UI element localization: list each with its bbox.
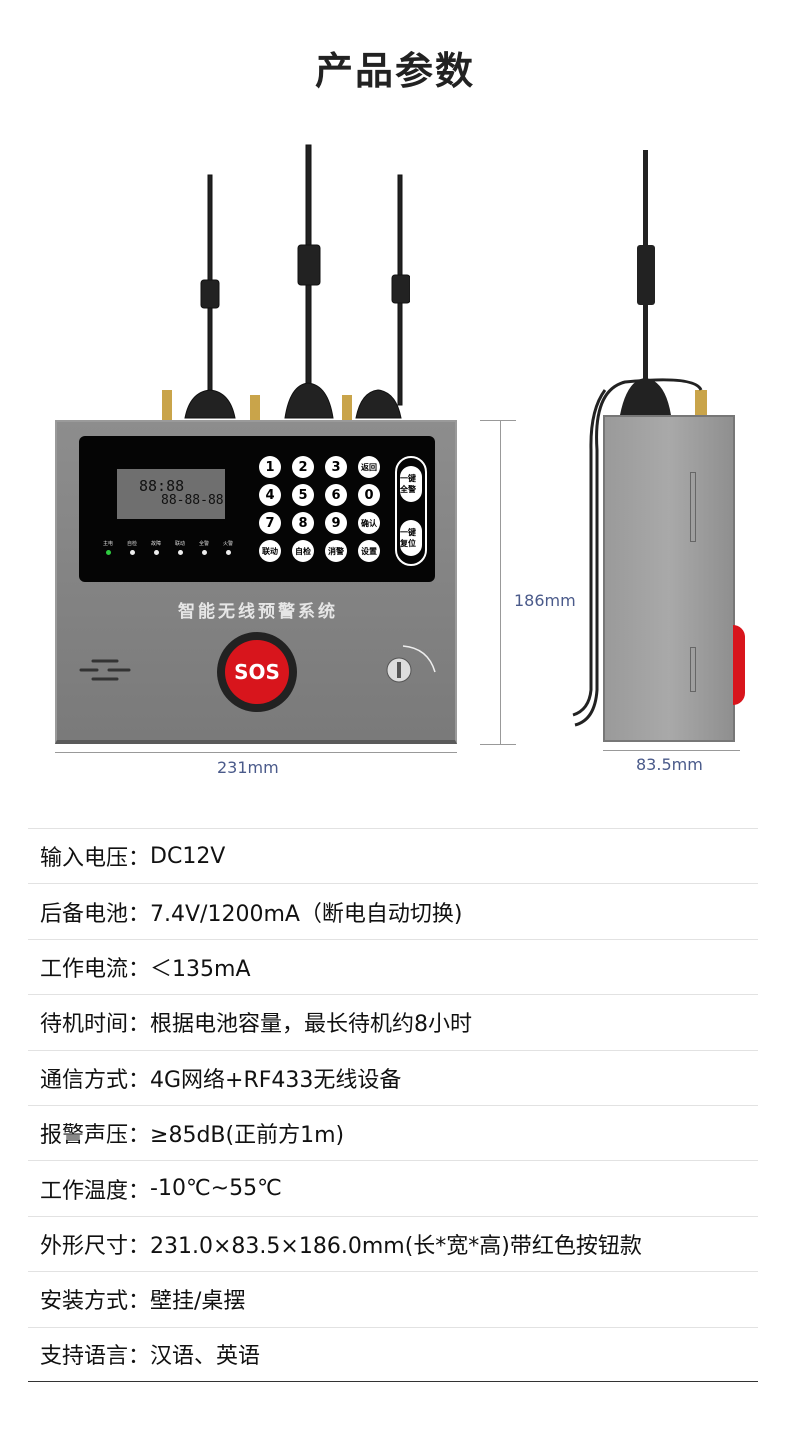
spec-value: 壁挂/桌摆	[150, 1289, 246, 1315]
led-indicator	[105, 550, 111, 555]
device-side	[603, 415, 735, 742]
spec-label: 通信方式：	[40, 1067, 151, 1093]
led-indicator	[153, 550, 159, 555]
side-sos-button	[733, 625, 745, 705]
spec-value: ＜135mA	[150, 956, 251, 982]
keypad-key[interactable]: 2	[292, 456, 314, 478]
led-label: 全警	[198, 541, 209, 547]
led-label: 自检	[126, 541, 137, 547]
depth-dimension: 83.5mm	[636, 755, 703, 774]
spec-label: 输入电压：	[40, 846, 151, 872]
spec-value: 4G网络+RF433无线设备	[150, 1067, 402, 1093]
spec-value: 根据电池容量，最长待机约8小时	[150, 1012, 473, 1038]
sos-label: SOS	[225, 640, 289, 704]
led-label: 火警	[222, 541, 233, 547]
keypad-key[interactable]: 8	[292, 512, 314, 534]
spec-row: 待机时间：根据电池容量，最长待机约8小时	[28, 994, 758, 1049]
keypad-key[interactable]: 设置	[358, 540, 380, 562]
led-label: 主电	[102, 541, 113, 547]
led-label: 故障	[150, 541, 161, 547]
spec-label: 支持语言：	[40, 1344, 151, 1370]
keypad-key[interactable]: 自检	[292, 540, 314, 562]
keypad-key[interactable]: 确认	[358, 512, 380, 534]
status-led: 火警	[221, 540, 235, 555]
spec-label: 外形尺寸：	[40, 1233, 151, 1259]
led-indicator	[129, 550, 135, 555]
spec-value: DC12V	[150, 843, 226, 869]
spec-row: 安装方式：壁挂/桌摆	[28, 1271, 758, 1326]
antennas-icon	[162, 144, 410, 420]
key-lock-icon	[386, 645, 436, 683]
keypad-key[interactable]: 4	[259, 484, 281, 506]
keypad-key[interactable]: 6	[325, 484, 347, 506]
spec-row: 报警声压：≥85dB(正前方1m)	[28, 1104, 758, 1160]
spec-label: 后备电池：	[40, 901, 151, 927]
height-dimension: 186mm	[514, 591, 576, 610]
page-title: 产品参数	[314, 49, 475, 93]
lcd-date: 88-88-88	[161, 493, 224, 508]
spec-label: 工作电流：	[40, 956, 151, 982]
spec-row: 工作电流：＜135mA	[28, 938, 758, 994]
spec-label: 报警声压：	[40, 1123, 151, 1149]
all-alarm-button[interactable]: 一键全警	[400, 466, 422, 502]
keypad-key[interactable]: 7	[259, 512, 281, 534]
lcd-time: 88:88	[139, 477, 185, 495]
led-indicator	[225, 550, 231, 555]
spec-value: 汉语、英语	[150, 1344, 261, 1370]
spec-label: 安装方式：	[40, 1289, 151, 1315]
reset-button[interactable]: 一键复位	[400, 520, 422, 556]
spec-label: 工作温度：	[40, 1178, 151, 1204]
brand-label: 智能无线预警系统	[178, 602, 338, 622]
speaker-grille-icon	[79, 659, 131, 681]
spec-value: -10℃~55℃	[150, 1176, 282, 1202]
spec-row: 后备电池：7.4V/1200mA（断电自动切换)	[28, 883, 758, 938]
keypad-key[interactable]: 返回	[358, 456, 380, 478]
spec-row: 通信方式：4G网络+RF433无线设备	[28, 1049, 758, 1105]
keypad-key[interactable]: 0	[358, 484, 380, 506]
spec-row: 工作温度：-10℃~55℃	[28, 1160, 758, 1215]
status-led: 联动	[173, 540, 187, 555]
keypad-key[interactable]: 联动	[259, 540, 281, 562]
spec-row: 外形尺寸：231.0×83.5×186.0mm(长*宽*高)带红色按钮款	[28, 1215, 758, 1271]
status-led: 全警	[197, 540, 211, 555]
led-label: 联动	[174, 541, 185, 547]
spec-row: 输入电压：DC12V	[28, 828, 758, 883]
spec-value: 7.4V/1200mA（断电自动切换)	[150, 901, 463, 927]
status-led: 自检	[125, 540, 139, 555]
keypad-key[interactable]: 1	[259, 456, 281, 478]
side-antenna-icon	[572, 150, 707, 727]
status-led: 故障	[149, 540, 163, 555]
spec-label: 待机时间：	[40, 1012, 151, 1038]
keypad-key[interactable]: 消警	[325, 540, 347, 562]
spec-value: 231.0×83.5×186.0mm(长*宽*高)带红色按钮款	[150, 1233, 642, 1259]
status-led: 主电	[101, 540, 115, 555]
width-dimension: 231mm	[217, 758, 279, 777]
keypad-key[interactable]: 5	[292, 484, 314, 506]
keypad-key[interactable]: 9	[325, 512, 347, 534]
led-indicator	[177, 550, 183, 555]
sos-button[interactable]: SOS	[217, 632, 297, 712]
spec-row: 支持语言：汉语、英语	[28, 1326, 758, 1382]
quick-buttons: 一键全警 一键复位	[395, 456, 427, 566]
lcd-display: 88:88 88-88-88	[117, 469, 225, 519]
led-indicator	[201, 550, 207, 555]
keypad-key[interactable]: 3	[325, 456, 347, 478]
spec-value: ≥85dB(正前方1m)	[150, 1123, 345, 1149]
